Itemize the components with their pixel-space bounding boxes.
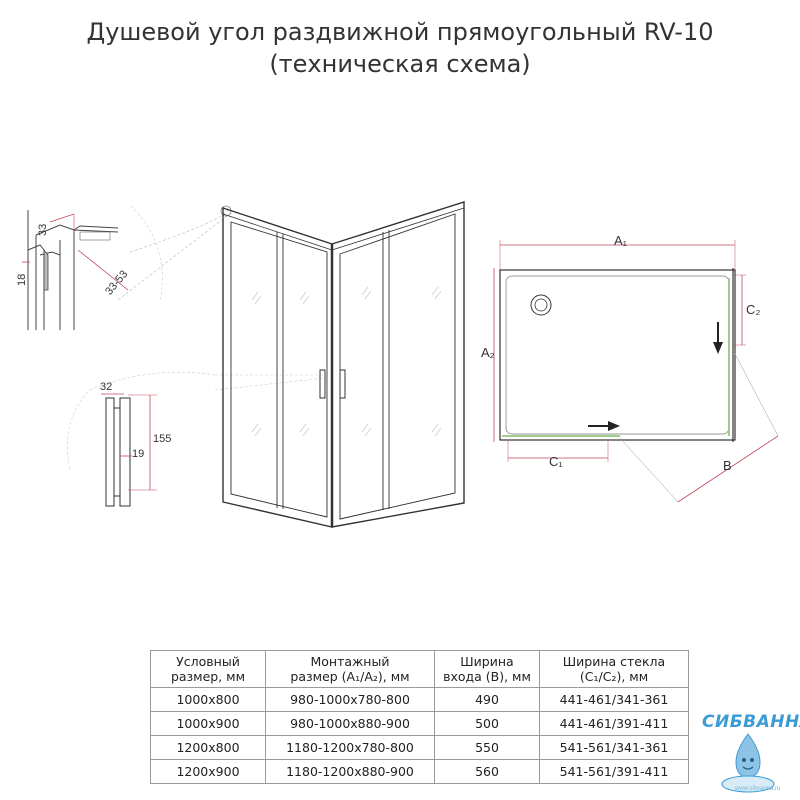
title-line-1: Душевой угол раздвижной прямоугольный RV… (86, 18, 714, 46)
left-panel-frame (222, 207, 333, 528)
spec-table: Условный размер, мм Монтажный размер (A₁… (150, 650, 689, 784)
table-cell: 1200x800 (150, 735, 266, 760)
header-text: Ширина стекла (562, 654, 666, 669)
handle-dim-height: 155 (153, 433, 171, 445)
table-cell: 541-561/341-361 (539, 735, 689, 760)
technical-diagram: 33 18 33-53 32 155 19 (16, 201, 779, 528)
drain (530, 294, 552, 316)
profile-dim-top: 33 (37, 224, 49, 236)
plan-view: A₁ A₂ C₁ C₂ B (481, 233, 779, 503)
table-cell: 1180-1200x880-900 (265, 759, 435, 784)
handle-dim-depth: 19 (132, 448, 144, 460)
page-title: Душевой угол раздвижной прямоугольный RV… (0, 16, 800, 80)
logo-text: СИБВАННА (702, 712, 800, 732)
table-cell: 550 (434, 735, 540, 760)
handle-bar (105, 397, 115, 507)
sliding-arrow-down (713, 322, 723, 354)
header-text: (C₁/C₂), мм (579, 669, 649, 684)
shower-tray (499, 269, 736, 441)
door-handle-right (339, 369, 346, 399)
header-nominal-size: Условный размер, мм (150, 650, 266, 688)
glass-reflections (251, 286, 442, 437)
table-row: 1200x900 1180-1200x880-900 560 541-561/3… (150, 759, 689, 784)
handle-detail: 32 155 19 (67, 371, 326, 507)
table-cell: 980-1000x880-900 (265, 711, 435, 736)
table-cell: 1000x800 (150, 687, 266, 712)
header-entry-width: Ширина входа (B), мм (434, 650, 540, 688)
table-cell: 490 (434, 687, 540, 712)
table-cell: 1180-1200x780-800 (265, 735, 435, 760)
header-mounting-size: Монтажный размер (A₁/A₂), мм (265, 650, 435, 688)
table-cell: 441-461/341-361 (539, 687, 689, 712)
title-line-2: (техническая схема) (269, 50, 531, 78)
header-glass-width: Ширина стекла (C₁/C₂), мм (539, 650, 689, 688)
door-handle-left (319, 369, 326, 399)
table-cell: 1200x900 (150, 759, 266, 784)
table-cell: 441-461/391-411 (539, 711, 689, 736)
dim-b-line (677, 435, 779, 503)
label-a1: A₁ (614, 233, 628, 248)
label-b: B (723, 458, 732, 473)
profile-dim-range: 33-53 (103, 268, 130, 297)
profile-dim-side: 18 (16, 274, 28, 286)
table-header-row: Условный размер, мм Монтажный размер (A₁… (150, 650, 689, 688)
logo-site: www.sibvanna.ru (735, 786, 781, 792)
profile-callout-lines (117, 209, 229, 301)
sliding-arrow-right (588, 421, 620, 431)
table-row: 1000x800 980-1000x780-800 490 441-461/34… (150, 687, 689, 712)
label-c1: C₁ (549, 454, 563, 469)
logo-image (721, 733, 775, 793)
label-a2: A₂ (481, 345, 495, 360)
table-cell: 1000x900 (150, 711, 266, 736)
right-panel-frame (331, 201, 465, 528)
header-text: Условный (176, 654, 240, 669)
header-text: Ширина (460, 654, 514, 669)
shower-enclosure-view (222, 201, 465, 528)
header-text: размер (A₁/A₂), мм (290, 669, 410, 684)
table-row: 1000x900 980-1000x880-900 500 441-461/39… (150, 711, 689, 736)
header-text: входа (B), мм (443, 669, 531, 684)
profile-detail: 33 18 33-53 (16, 210, 130, 330)
header-text: Монтажный (310, 654, 390, 669)
header-text: размер, мм (170, 669, 246, 684)
handle-dim-width: 32 (100, 381, 112, 393)
table-cell: 560 (434, 759, 540, 784)
table-cell: 500 (434, 711, 540, 736)
label-c2: C₂ (746, 302, 760, 317)
table-row: 1200x800 1180-1200x780-800 550 541-561/3… (150, 735, 689, 760)
table-cell: 541-561/391-411 (539, 759, 689, 784)
table-cell: 980-1000x780-800 (265, 687, 435, 712)
